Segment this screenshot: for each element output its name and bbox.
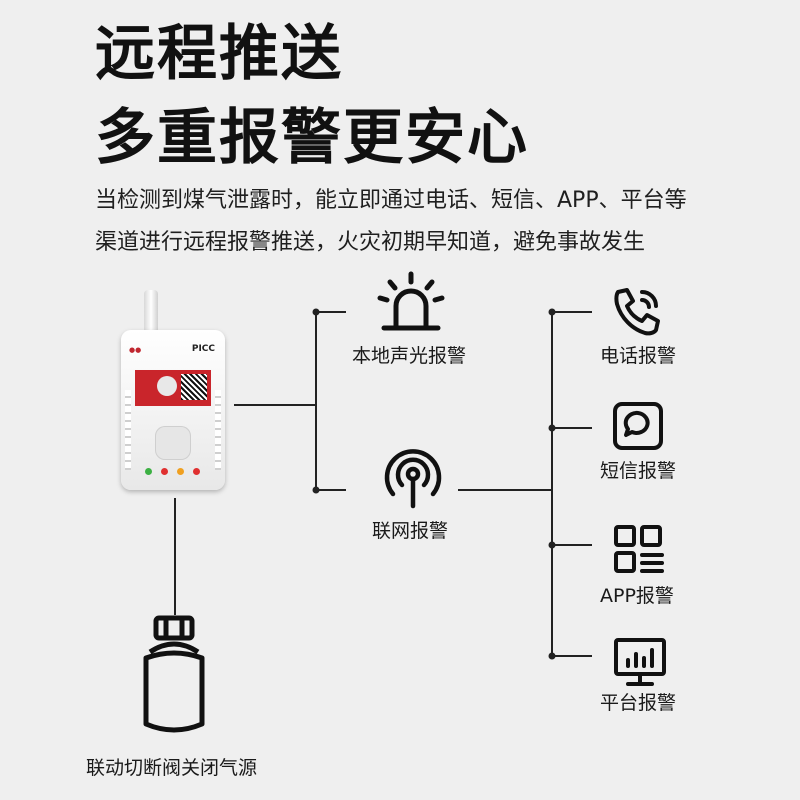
channel-label-app: APP报警 [600,585,674,607]
broadcast-icon [384,449,442,509]
led-alarm-icon [161,468,168,475]
device-test-button [155,426,191,460]
description-line2: 渠道进行远程报警推送，火灾初期早知道，避免事故发生 [95,230,646,255]
gas-detector-device: ●● PICC [121,330,225,490]
description-line1: 当检测到煤气泄露时，能立即通过电话、短信、APP、平台等 [95,188,687,213]
device-vent-right [215,390,221,470]
phone-icon [614,288,660,336]
device-vent-left [125,390,131,470]
led-power-icon [145,468,152,475]
network-alarm-label: 联网报警 [372,520,449,542]
led-valve-icon [193,468,200,475]
seal-icon [157,376,177,396]
device-cable [144,290,158,336]
monitor-chart-icon [614,638,666,686]
channel-label-phone: 电话报警 [600,345,677,367]
device-brand: PICC [191,344,215,354]
local-alarm-label: 本地声光报警 [352,345,467,367]
led-fault-icon [177,468,184,475]
message-icon [613,402,663,450]
qr-code-icon [181,374,207,400]
headline-line2: 多重报警更安心 [95,103,529,173]
device-certificate-label [135,370,211,406]
channel-label-platform: 平台报警 [600,692,677,714]
channel-label-message: 短信报警 [600,460,677,482]
device-logo: ●● [129,346,142,354]
gas-cylinder-icon [143,615,205,733]
gas-source-label: 联动切断阀关闭气源 [86,757,258,779]
headline-line1: 远程推送 [95,19,343,89]
siren-icon [377,271,445,331]
app-grid-icon [614,525,664,573]
